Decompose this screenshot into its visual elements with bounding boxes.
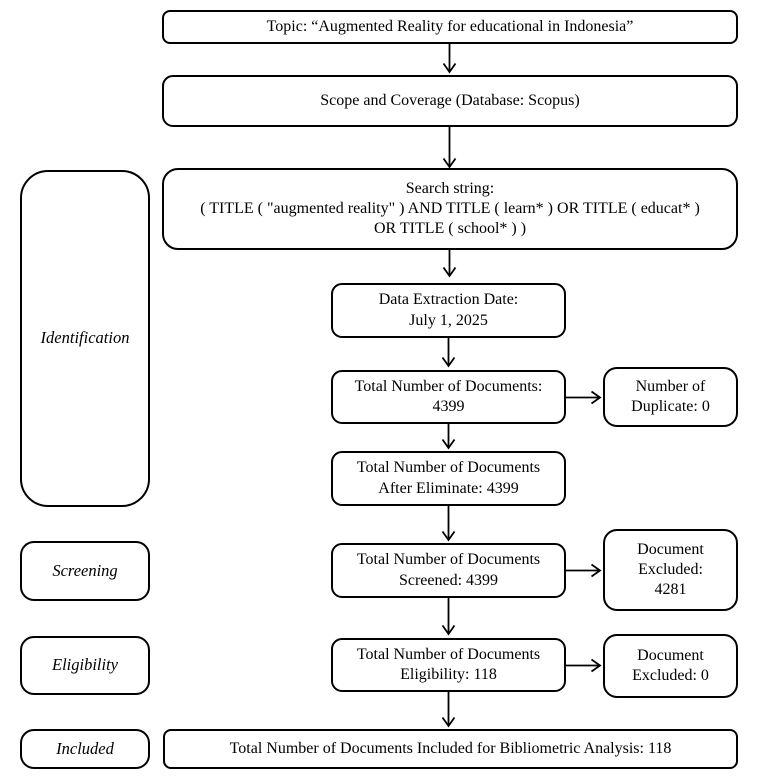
eligibility-label: Total Number of Documents — [356, 645, 541, 663]
eligibility-excluded-value: Excluded: 0 — [632, 667, 709, 684]
extraction-date-box: Data Extraction Date: July 1, 2025 — [331, 283, 566, 338]
screening-excluded-value: 4281 — [654, 581, 687, 599]
total-documents-label: Total Number of Documents: — [354, 377, 543, 395]
stage-included: Included — [20, 729, 150, 769]
eligibility-excluded-box: Document Excluded: 0 — [603, 634, 738, 698]
total-documents-box: Total Number of Documents: 4399 — [331, 370, 566, 424]
eligibility-value: Eligibility: 118 — [400, 666, 497, 683]
after-eliminate-value: After Eliminate: 4399 — [378, 479, 519, 497]
duplicate-label: Number of — [635, 377, 706, 395]
eligibility-excluded-label: Document — [637, 646, 704, 664]
screening-excluded-box: Document Excluded: 4281 — [603, 529, 738, 611]
scope-text: Scope and Coverage (Database: Scopus) — [320, 91, 580, 109]
stage-label: Included — [56, 738, 114, 758]
after-eliminate-box: Total Number of Documents After Eliminat… — [331, 451, 566, 506]
stage-label: Eligibility — [52, 655, 118, 675]
search-string-title: Search string: — [405, 179, 495, 197]
screened-box: Total Number of Documents Screened: 4399 — [331, 543, 566, 598]
screening-excluded-label1: Document — [637, 540, 704, 558]
stage-eligibility: Eligibility — [20, 636, 150, 695]
screened-value: Screened: 4399 — [398, 571, 499, 589]
screened-label: Total Number of Documents — [356, 551, 541, 569]
scope-box: Scope and Coverage (Database: Scopus) — [162, 75, 738, 127]
included-total-text: Total Number of Documents Included for B… — [229, 739, 672, 757]
duplicate-count-box: Number of Duplicate: 0 — [603, 367, 738, 427]
topic-box: Topic: “Augmented Reality for educationa… — [162, 10, 738, 44]
eligibility-box: Total Number of Documents Eligibility: 1… — [331, 638, 566, 692]
duplicate-value: Duplicate: 0 — [631, 398, 710, 415]
extraction-date-value: July 1, 2025 — [409, 311, 488, 329]
stage-label: Screening — [52, 560, 118, 580]
stage-screening: Screening — [20, 541, 150, 601]
screening-excluded-label2: Excluded: — [638, 560, 703, 578]
search-string-query-line2: OR TITLE ( school* ) ) — [373, 220, 527, 238]
extraction-date-label: Data Extraction Date: — [378, 291, 519, 309]
total-documents-value: 4399 — [432, 398, 465, 415]
search-string-query-line1: ( TITLE ( "augmented reality" ) AND TITL… — [200, 199, 700, 217]
topic-text: Topic: “Augmented Reality for educationa… — [266, 17, 634, 35]
included-total-box: Total Number of Documents Included for B… — [163, 729, 738, 769]
stage-label: Identification — [40, 328, 130, 348]
after-eliminate-label: Total Number of Documents — [356, 459, 541, 477]
stage-identification: Identification — [20, 170, 150, 507]
search-string-box: Search string: ( TITLE ( "augmented real… — [162, 168, 738, 250]
